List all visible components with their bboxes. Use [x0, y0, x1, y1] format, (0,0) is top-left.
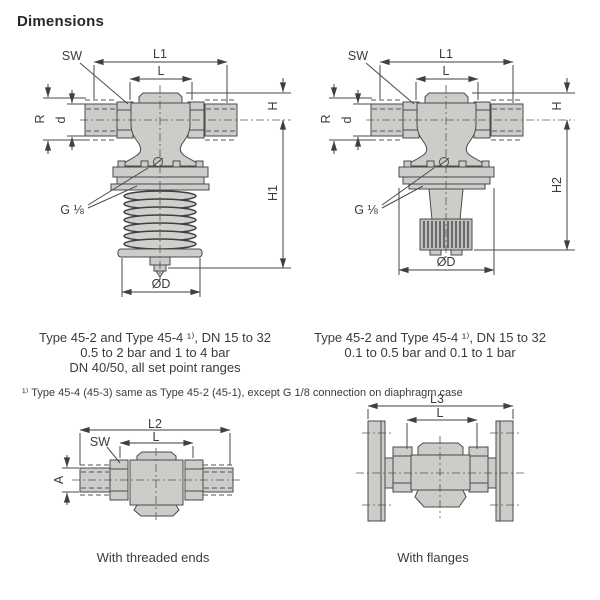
dim-label-h: H: [265, 101, 280, 111]
valve-spring-drawing: [43, 58, 291, 297]
dim-label-sw: SW: [89, 434, 111, 449]
dim-label-l2: L2: [148, 416, 162, 431]
caption-right: Type 45-2 and Type 45-4 ¹⁾, DN 15 to 32 …: [314, 330, 546, 360]
dim-label-l: L: [157, 63, 165, 78]
figure-caption-flanges: With flanges: [397, 550, 469, 565]
caption-line: Type 45-2 and Type 45-4 ¹⁾, DN 15 to 32: [38, 330, 272, 345]
caption-line: DN 40/50, all set point ranges: [69, 360, 241, 375]
dim-label-h: H: [549, 101, 564, 111]
caption-line: 0.5 to 2 bar and 1 to 4 bar: [80, 345, 230, 360]
dim-label-l: L: [436, 405, 444, 420]
dim-label-od: ØD: [151, 276, 171, 291]
dim-label-l: L: [442, 63, 450, 78]
page-title: Dimensions: [17, 13, 105, 30]
dim-label-r: R: [318, 114, 333, 124]
dim-label-a: A: [51, 475, 66, 485]
dim-label-sw: SW: [347, 48, 369, 63]
valve-knob-drawing: [329, 58, 575, 275]
caption-left: Type 45-2 and Type 45-4 ¹⁾, DN 15 to 32 …: [39, 330, 271, 375]
threaded-ends-drawing: [62, 426, 240, 521]
dim-label-g18: G ⅛: [60, 202, 84, 217]
footnote: ¹⁾ Type 45-4 (45-3) same as Type 45-2 (4…: [22, 387, 463, 399]
flanged-valve-drawing: [356, 402, 524, 522]
figure-caption-threaded: With threaded ends: [96, 550, 210, 565]
caption-line: Type 45-2 and Type 45-4 ¹⁾, DN 15 to 32: [313, 330, 547, 345]
dim-label-h2: H2: [549, 177, 564, 193]
dim-label-r: R: [32, 114, 47, 124]
dim-label-h1: H1: [265, 185, 280, 201]
dim-label-d: d: [339, 116, 354, 124]
dim-label-d: d: [53, 116, 68, 124]
dim-label-g18: G ⅛: [354, 202, 378, 217]
caption-line: 0.1 to 0.5 bar and 0.1 to 1 bar: [344, 345, 516, 360]
dim-label-l1: L1: [439, 46, 453, 61]
dim-label-l: L: [152, 429, 160, 444]
dim-label-sw: SW: [61, 48, 83, 63]
dim-label-od: ØD: [436, 254, 456, 269]
dim-label-l3: L3: [430, 391, 444, 406]
dim-label-l1: L1: [153, 46, 167, 61]
